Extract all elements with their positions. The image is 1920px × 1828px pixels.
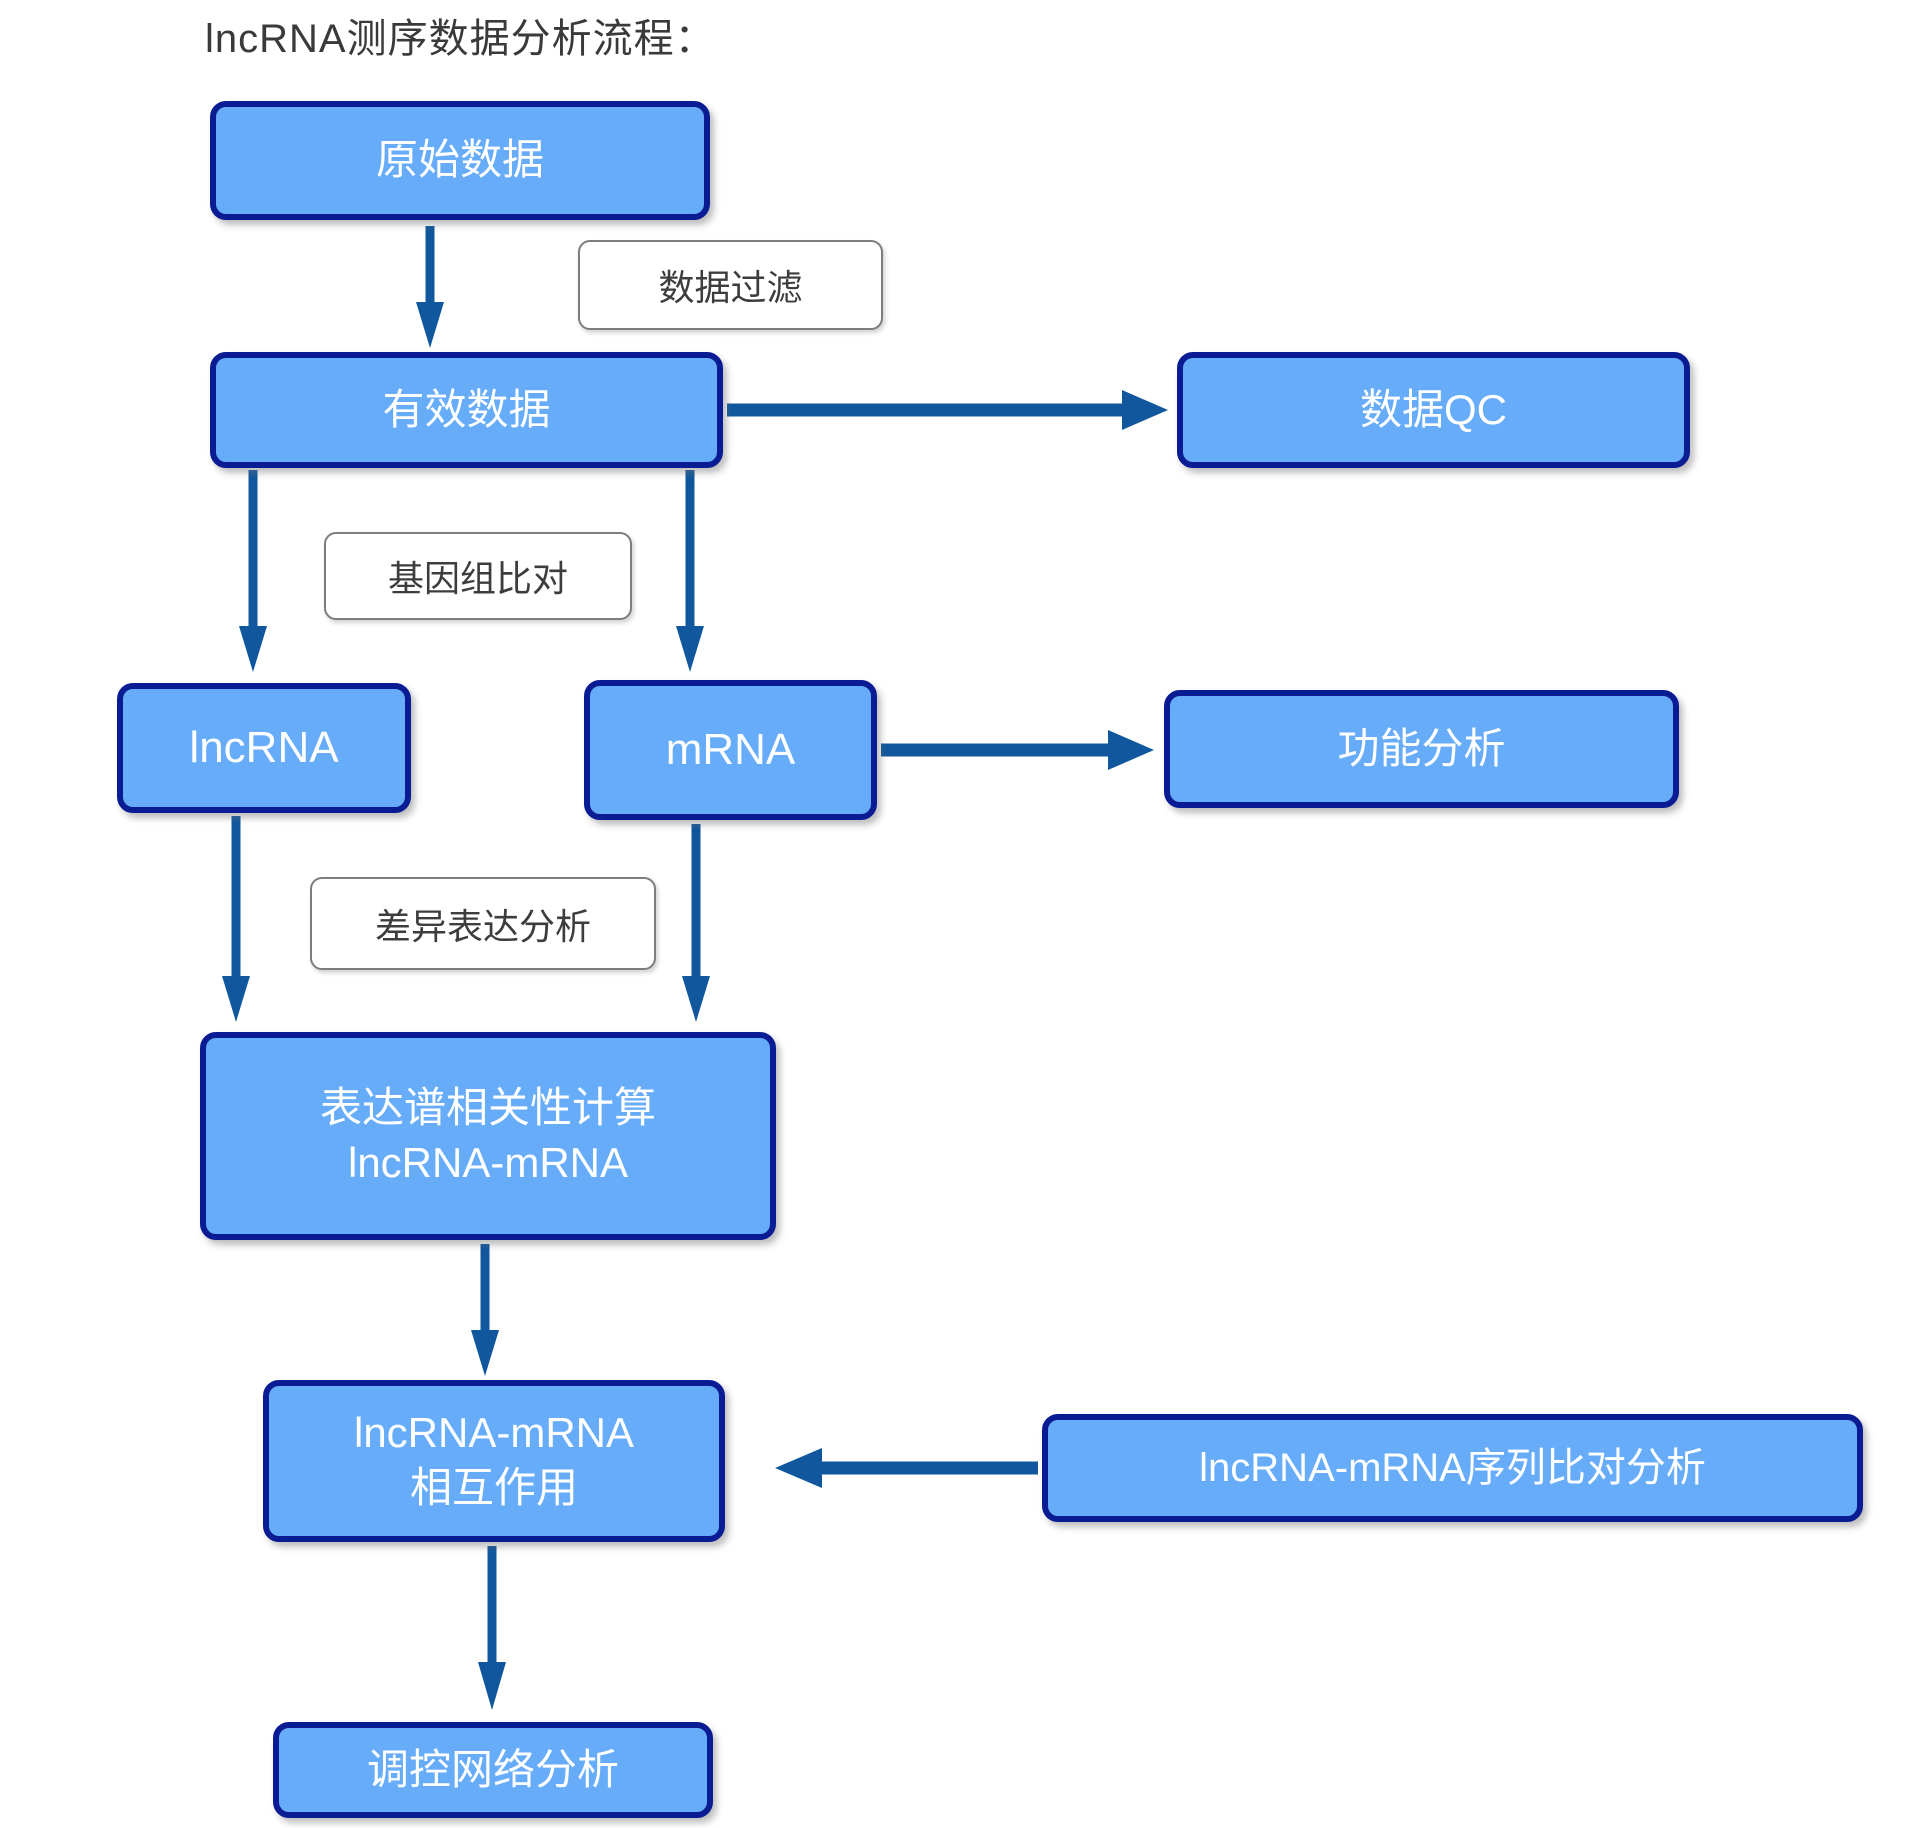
node-lncrna-mrna-interaction: lncRNA-mRNA 相互作用 [263, 1380, 725, 1542]
arrow-raw-to-valid [416, 226, 444, 348]
arrow-mrna-to-func [881, 730, 1154, 770]
arrow-expr-to-interaction [471, 1244, 499, 1376]
arrow-valid-to-lncrna [239, 470, 267, 672]
node-functional-analysis: 功能分析 [1164, 690, 1679, 808]
node-mrna: mRNA [584, 680, 877, 820]
node-raw-data: 原始数据 [210, 101, 710, 220]
arrow-seqalign-to-interaction [775, 1448, 1038, 1488]
node-valid-data: 有效数据 [210, 352, 723, 468]
arrow-valid-to-mrna [676, 470, 704, 672]
node-data-qc: 数据QC [1177, 352, 1690, 468]
node-expression-correlation: 表达谱相关性计算 lncRNA-mRNA [200, 1032, 776, 1240]
edge-label-data-filter: 数据过滤 [578, 240, 883, 330]
arrow-interaction-to-network [478, 1546, 506, 1710]
arrow-valid-to-qc [727, 390, 1168, 430]
edge-label-genome-alignment: 基因组比对 [324, 532, 632, 620]
node-regulatory-network-analysis: 调控网络分析 [273, 1722, 713, 1818]
node-lncrna: lncRNA [117, 683, 411, 813]
arrow-lncrna-to-expr [222, 816, 250, 1022]
arrow-mrna-to-expr [682, 824, 710, 1022]
page-title: lncRNA测序数据分析流程： [205, 17, 716, 61]
node-sequence-alignment-analysis: lncRNA-mRNA序列比对分析 [1042, 1414, 1863, 1522]
edge-label-differential-expression: 差异表达分析 [310, 877, 656, 970]
